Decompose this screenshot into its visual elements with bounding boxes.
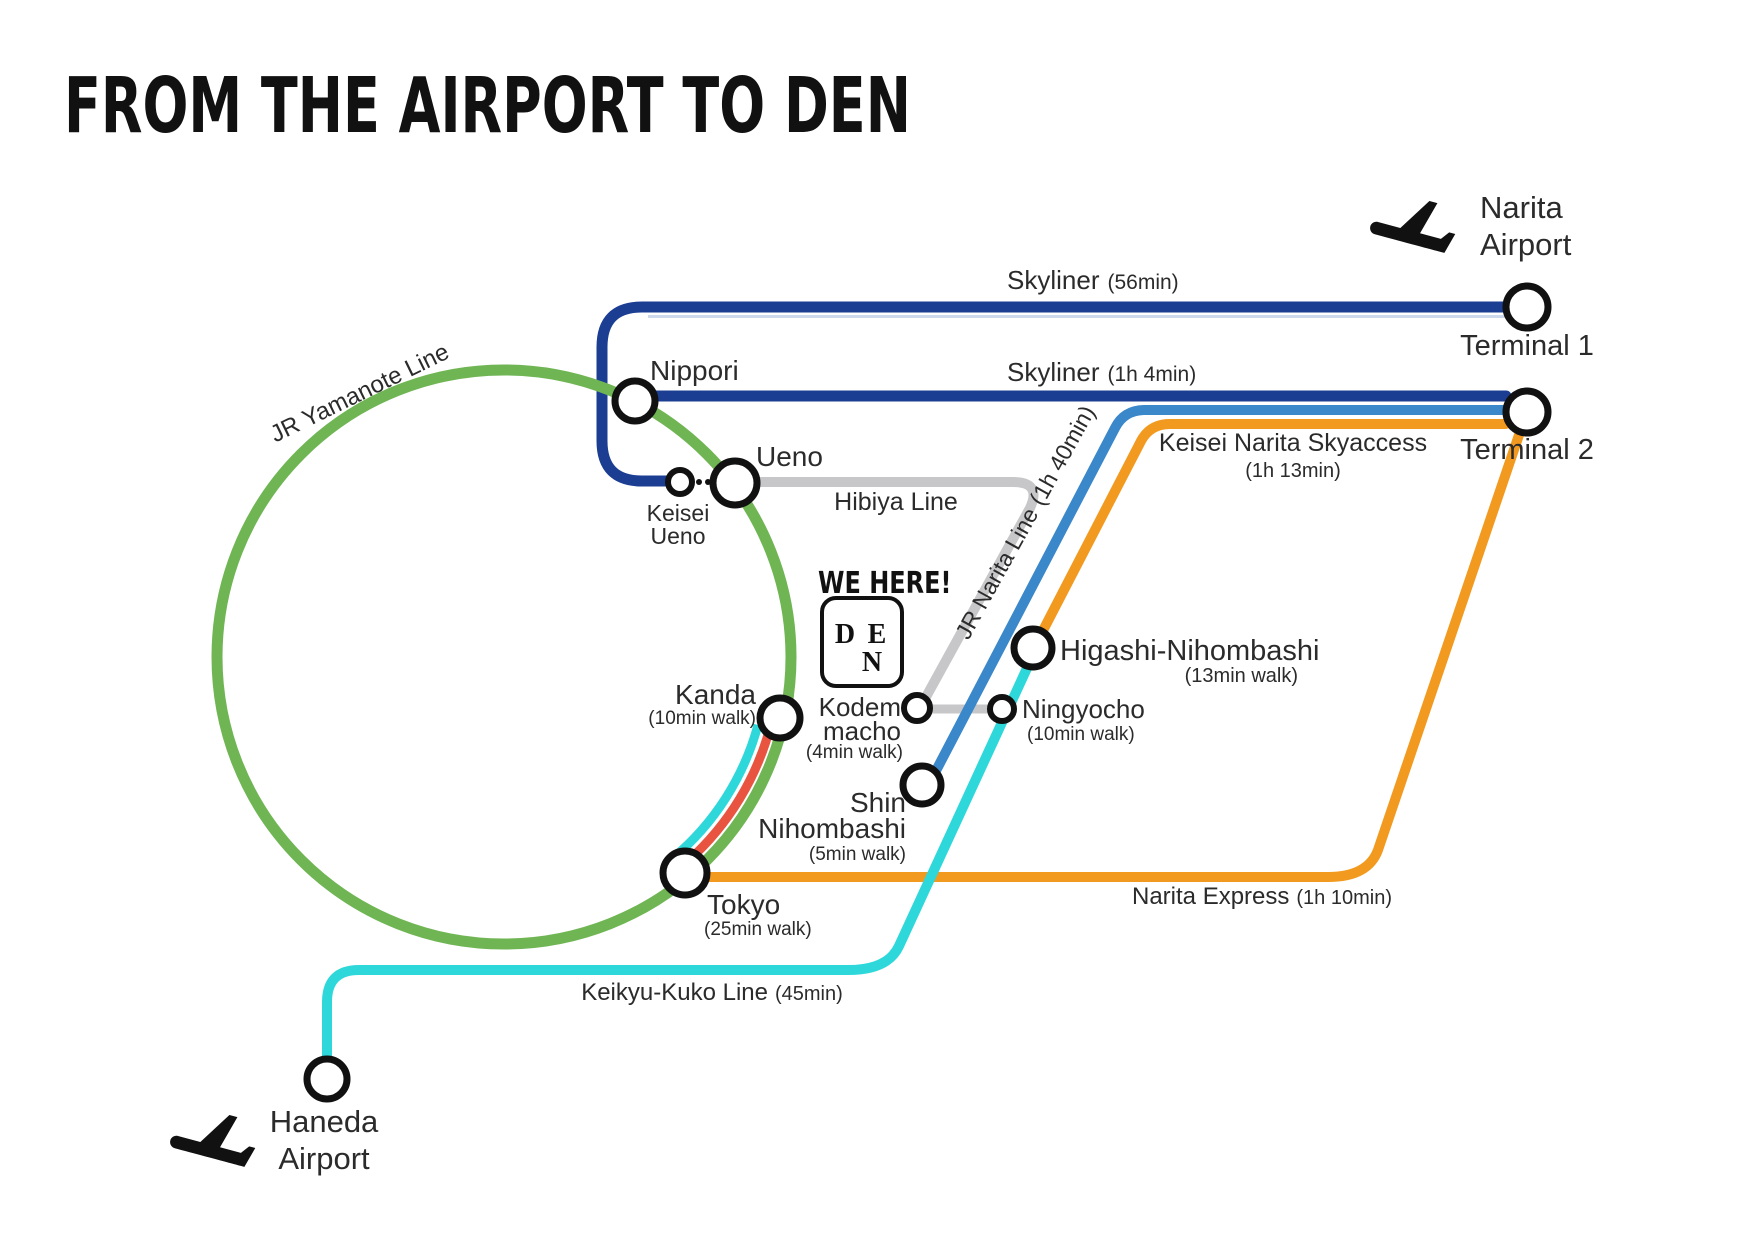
kodemmacho-walk-label: (4min walk) xyxy=(806,742,903,763)
line-skyliner-terminal1 xyxy=(596,301,1512,487)
station-ningyocho xyxy=(987,694,1017,724)
transfer-dot xyxy=(696,479,702,485)
station-haneda xyxy=(303,1055,351,1103)
higashi-nihombashi-walk-label: (13min walk) xyxy=(1185,665,1298,687)
narita-express-label: Narita Express(1h 10min) xyxy=(1132,883,1392,910)
narita-airport-label-line2: Airport xyxy=(1480,227,1572,262)
station-kodemmacho xyxy=(901,692,933,724)
line-yamanote-loop xyxy=(211,364,797,950)
narita-airport-label-line1: Narita xyxy=(1480,190,1563,225)
higashi-nihombashi-label: Higashi-Nihombashi xyxy=(1060,635,1320,667)
line-keikyu-kuko xyxy=(322,648,1039,1063)
kanda-label: Kanda xyxy=(675,679,756,710)
line-narita-express xyxy=(701,427,1525,882)
terminal2-label: Terminal 2 xyxy=(1460,434,1594,466)
kodemmacho-label-line2: macho xyxy=(823,716,901,746)
shin-nihombashi-label-line2: Nihombashi xyxy=(758,813,906,844)
station-kanda xyxy=(756,694,804,742)
skyliner-t1-label: Skyliner(56min) xyxy=(1007,265,1179,295)
station-terminal1 xyxy=(1502,282,1552,332)
station-tokyo xyxy=(659,847,711,899)
haneda-plane-icon xyxy=(170,1114,256,1167)
skyaccess-label: Keisei Narita Skyaccess xyxy=(1159,429,1427,457)
den-letter-n: N xyxy=(862,647,882,678)
line-jr-narita xyxy=(923,405,1511,791)
narita-plane-icon xyxy=(1370,200,1456,253)
shin-nihombashi-label-line1: Shin xyxy=(850,787,906,818)
den-letter-e: E xyxy=(868,619,887,650)
line-hibiya xyxy=(752,477,1039,711)
keisei-ueno-label-line1: Keisei xyxy=(647,500,710,526)
page-title: FROM THE AIRPORT TO DEN xyxy=(64,60,911,150)
station-shin-nihombashi xyxy=(899,762,945,808)
tokyo-label: Tokyo xyxy=(707,889,780,920)
haneda-airport-label-line1: Haneda xyxy=(270,1104,379,1139)
station-terminal2 xyxy=(1502,387,1552,437)
nippori-label: Nippori xyxy=(650,355,739,386)
skyliner-t2-label: Skyliner(1h 4min) xyxy=(1007,357,1196,387)
kanda-walk-label: (10min walk) xyxy=(648,708,756,729)
den-letter-d: D xyxy=(835,619,855,650)
den-logo-box xyxy=(820,596,904,688)
hibiya-line-label: Hibiya Line xyxy=(834,488,958,516)
ningyocho-walk-label: (10min walk) xyxy=(1027,724,1135,745)
line-chuo-arc xyxy=(684,722,776,865)
tokyo-walk-label: (25min walk) xyxy=(704,919,812,940)
ueno-label: Ueno xyxy=(756,441,823,472)
keikyu-label: Keikyu-Kuko Line(45min) xyxy=(581,979,843,1006)
transfer-dot xyxy=(705,479,711,485)
kodemmacho-label-line1: Kodem xyxy=(819,692,901,722)
ningyocho-label: Ningyocho xyxy=(1022,694,1145,724)
shin-nihombashi-walk-label: (5min walk) xyxy=(809,844,906,865)
keisei-ueno-label-line2: Ueno xyxy=(651,523,706,549)
line-skyaccess xyxy=(1030,419,1511,651)
station-nippori xyxy=(611,377,659,425)
terminal1-label: Terminal 1 xyxy=(1460,330,1594,362)
line-keihin-arc xyxy=(670,723,763,862)
skyaccess-time-label: (1h 13min) xyxy=(1245,460,1341,482)
haneda-airport-label-line2: Airport xyxy=(278,1141,370,1176)
station-ueno xyxy=(709,457,761,509)
yamanote-line-label: JR Yamanote Line xyxy=(266,338,453,448)
we-here-label: WE HERE! xyxy=(818,566,951,600)
station-keisei-ueno xyxy=(665,467,695,497)
station-higashi-nihombashi xyxy=(1010,625,1056,671)
